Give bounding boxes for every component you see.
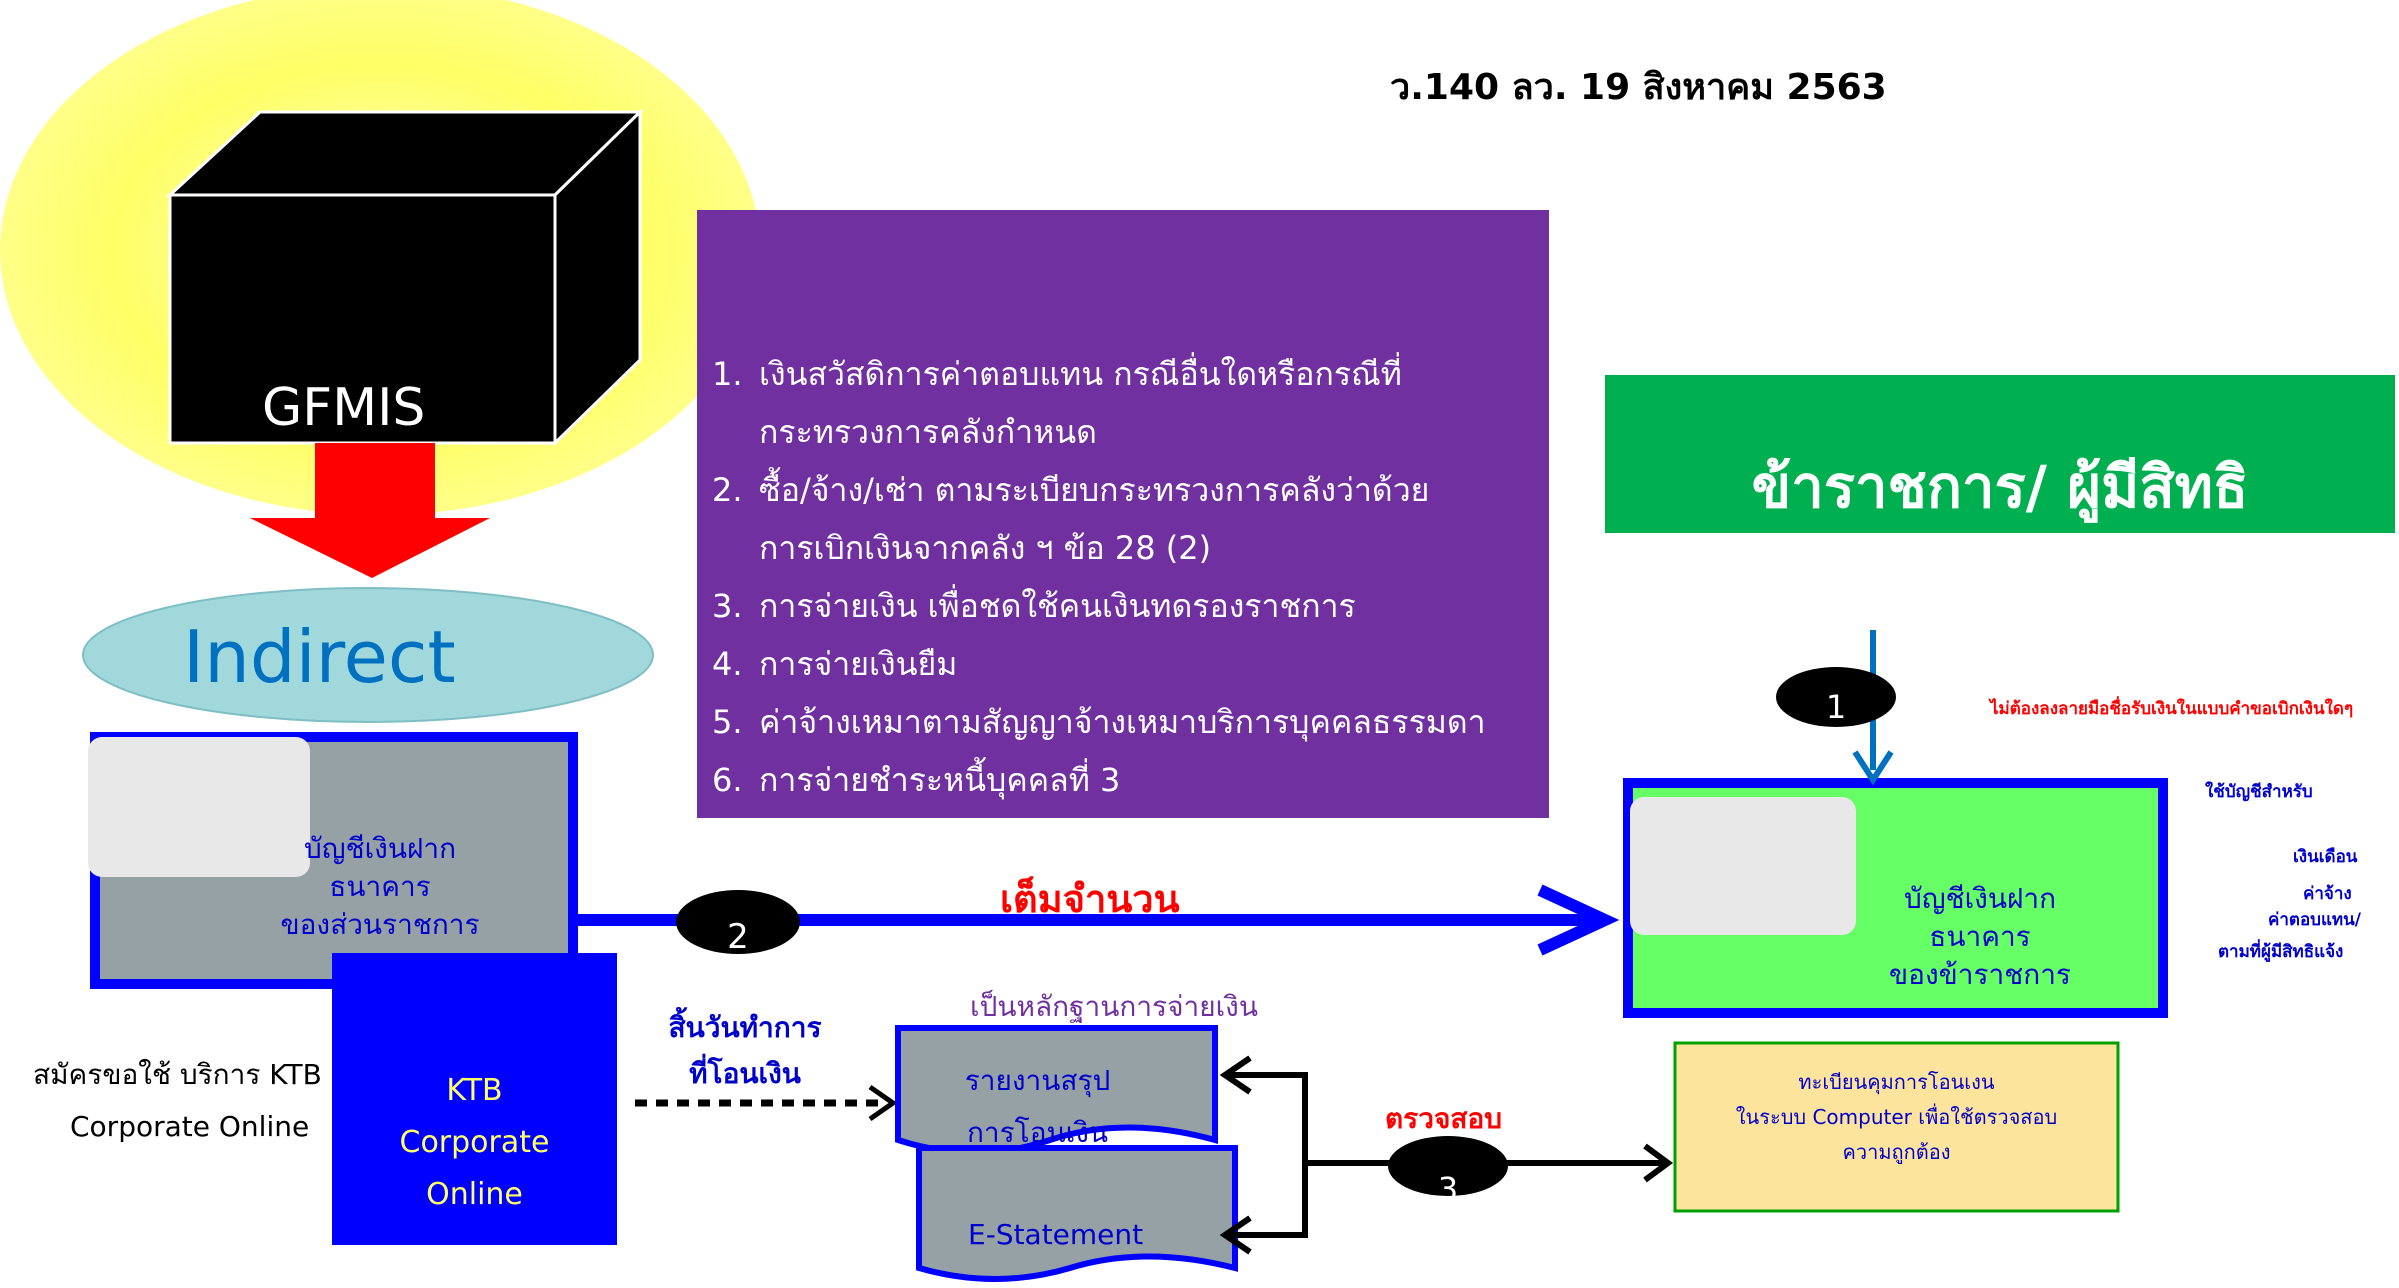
ktb-box xyxy=(332,953,617,1245)
purple-item-1-line1: เงินสวัสดิการค่าตอบแทน กรณีอื่นใดหรือกรณ… xyxy=(759,355,1402,393)
emp-account-label: บัญชีเงินฝาก ธนาคาร ของข้าราชการ xyxy=(1845,880,2115,994)
gov-account-line3: ของส่วนราชการ xyxy=(280,908,480,941)
purple-item-2-text: ซื้อ/จ้าง/เช่า ตามระเบียบกระทรวงการคลังว… xyxy=(759,461,1429,577)
end-of-day-label: สิ้นวันทำการ ที่โอนเงิน xyxy=(640,1005,850,1097)
purple-item-4-line1: การจ่ายเงินยืม xyxy=(759,645,958,683)
side-note-line2: เงินเดือน xyxy=(2293,847,2358,867)
ktb-line2: Corporate xyxy=(399,1125,550,1160)
gov-account-label: บัญชีเงินฝาก ธนาคาร ของส่วนราชการ xyxy=(245,830,515,944)
purple-item-6-num: 6. xyxy=(712,761,743,799)
dotted-arrow-head xyxy=(868,1084,898,1122)
check-arrow-right-head xyxy=(1643,1143,1674,1183)
transfer-label: เต็มจำนวน xyxy=(1000,877,1180,921)
register-label: ทะเบียนคุมการโอนเงน ในระบบ Computer เพื่… xyxy=(1675,1065,2118,1170)
step3-number: 3 xyxy=(1437,1170,1459,1208)
evidence-label: เป็นหลักฐานการจ่ายเงิน xyxy=(970,990,1258,1023)
register-line1: ทะเบียนคุมการโอนเงน xyxy=(1798,1070,1995,1094)
step2-oval xyxy=(676,890,800,954)
ktb-signup-line2: Corporate Online xyxy=(70,1110,310,1143)
purple-item-2-line2: การเบิกเงินจากคลัง ฯ ข้อ 28 (2) xyxy=(759,529,1212,567)
indirect-label: Indirect xyxy=(183,615,456,699)
side-note-line3: ค่าจ้าง xyxy=(2303,884,2352,904)
estatement-document-shape xyxy=(916,1145,1238,1282)
purple-item-2: 2. ซื้อ/จ้าง/เช่า ตามระเบียบกระทรวงการคล… xyxy=(712,461,1542,577)
step1-arrow-head xyxy=(1852,750,1894,786)
ktb-line3: Online xyxy=(426,1177,523,1212)
check-bracket xyxy=(1225,1072,1308,1238)
estatement-label: E-Statement xyxy=(968,1218,1144,1251)
purple-item-2-line1: ซื้อ/จ้าง/เช่า ตามระเบียบกระทรวงการคลังว… xyxy=(759,471,1430,509)
purple-item-3: 3. การจ่ายเงิน เพื่อชดใช้คนเงินทดรองราชก… xyxy=(712,577,1542,635)
reference-text: ว.140 ลว. 19 สิงหาคม 2563 xyxy=(1390,67,1887,108)
side-note-line4: ค่าตอบแทน/ xyxy=(2268,910,2361,930)
red-note: ไม่ต้องลงลายมือชื่อรับเงินในแบบคำขอเบิกเ… xyxy=(1990,699,2354,719)
report-line1: รายงานสรุป xyxy=(964,1064,1111,1097)
purple-item-6-line1: การจ่ายชำระหนี้บุคคลที่ 3 xyxy=(759,761,1121,799)
gov-account-line2: ธนาคาร xyxy=(329,870,431,903)
check-arrow-top-head xyxy=(1219,1055,1252,1095)
report-label: รายงานสรุป การโอนเงิน xyxy=(925,1055,1150,1159)
check-arrow-bottom-head xyxy=(1219,1215,1252,1255)
purple-item-1: 1. เงินสวัสดิการค่าตอบแทน กรณีอื่นใดหรือ… xyxy=(712,345,1542,461)
green-header-box xyxy=(1605,375,2395,533)
side-note-line1: ใช้บัญชีสำหรับ xyxy=(2205,782,2313,802)
ktb-signup-line1: สมัครขอใช้ บริการ KTB xyxy=(33,1058,322,1091)
purple-item-1-line2: กระทรวงการคลังกำหนด xyxy=(759,413,1097,451)
purple-item-5-line1: ค่าจ้างเหมาตามสัญญาจ้างเหมาบริการบุคคลธร… xyxy=(759,703,1486,741)
purple-item-3-line1: การจ่ายเงิน เพื่อชดใช้คนเงินทดรองราชการ xyxy=(759,587,1356,625)
end-of-day-line1: สิ้นวันทำการ xyxy=(668,1011,822,1044)
purple-item-5-num: 5. xyxy=(712,703,743,741)
step2-number: 2 xyxy=(727,917,749,957)
gov-account-blur-patch xyxy=(88,737,310,877)
emp-account-line1: บัญชีเงินฝาก xyxy=(1903,882,2057,915)
check-label: ตรวจสอบ xyxy=(1385,1102,1503,1135)
register-line3: ความถูกต้อง xyxy=(1842,1140,1951,1164)
emp-account-line2: ธนาคาร xyxy=(1929,920,2031,953)
purple-box xyxy=(697,210,1549,818)
side-note-line5: ตามที่ผู้มีสิทธิแจ้ง xyxy=(2218,942,2344,962)
purple-item-6: 6. การจ่ายชำระหนี้บุคคลที่ 3 xyxy=(712,751,1542,809)
step1-oval xyxy=(1776,667,1896,727)
purple-item-4: 4. การจ่ายเงินยืม xyxy=(712,635,1542,693)
purple-item-2-num: 2. xyxy=(712,471,743,509)
end-of-day-line2: ที่โอนเงิน xyxy=(689,1057,801,1090)
step1-number: 1 xyxy=(1825,688,1847,726)
gfmis-label: GFMIS xyxy=(262,378,426,438)
red-down-arrow xyxy=(250,443,490,578)
register-line2: ในระบบ Computer เพื่อใช้ตรวจสอบ xyxy=(1735,1105,2058,1129)
purple-item-4-num: 4. xyxy=(712,645,743,683)
ktb-label: KTB Corporate Online xyxy=(332,1065,617,1221)
emp-account-line3: ของข้าราชการ xyxy=(1889,958,2071,991)
purple-item-1-num: 1. xyxy=(712,355,743,393)
report-line2: การโอนเงิน xyxy=(966,1116,1109,1149)
emp-account-blur-patch xyxy=(1630,797,1856,935)
green-header-label: ข้าราชการ/ ผู้มีสิทธิ xyxy=(1751,453,2249,521)
indirect-ellipse xyxy=(82,587,654,723)
purple-item-1-text: เงินสวัสดิการค่าตอบแทน กรณีอื่นใดหรือกรณ… xyxy=(759,345,1402,461)
register-box xyxy=(1673,1041,2120,1213)
purple-list: 1. เงินสวัสดิการค่าตอบแทน กรณีอื่นใดหรือ… xyxy=(712,345,1542,809)
purple-item-5: 5. ค่าจ้างเหมาตามสัญญาจ้างเหมาบริการบุคค… xyxy=(712,693,1542,751)
purple-item-3-num: 3. xyxy=(712,587,743,625)
transfer-arrow-head xyxy=(1537,884,1620,956)
gov-account-line1: บัญชีเงินฝาก xyxy=(303,832,457,865)
ktb-line1: KTB xyxy=(446,1073,503,1108)
